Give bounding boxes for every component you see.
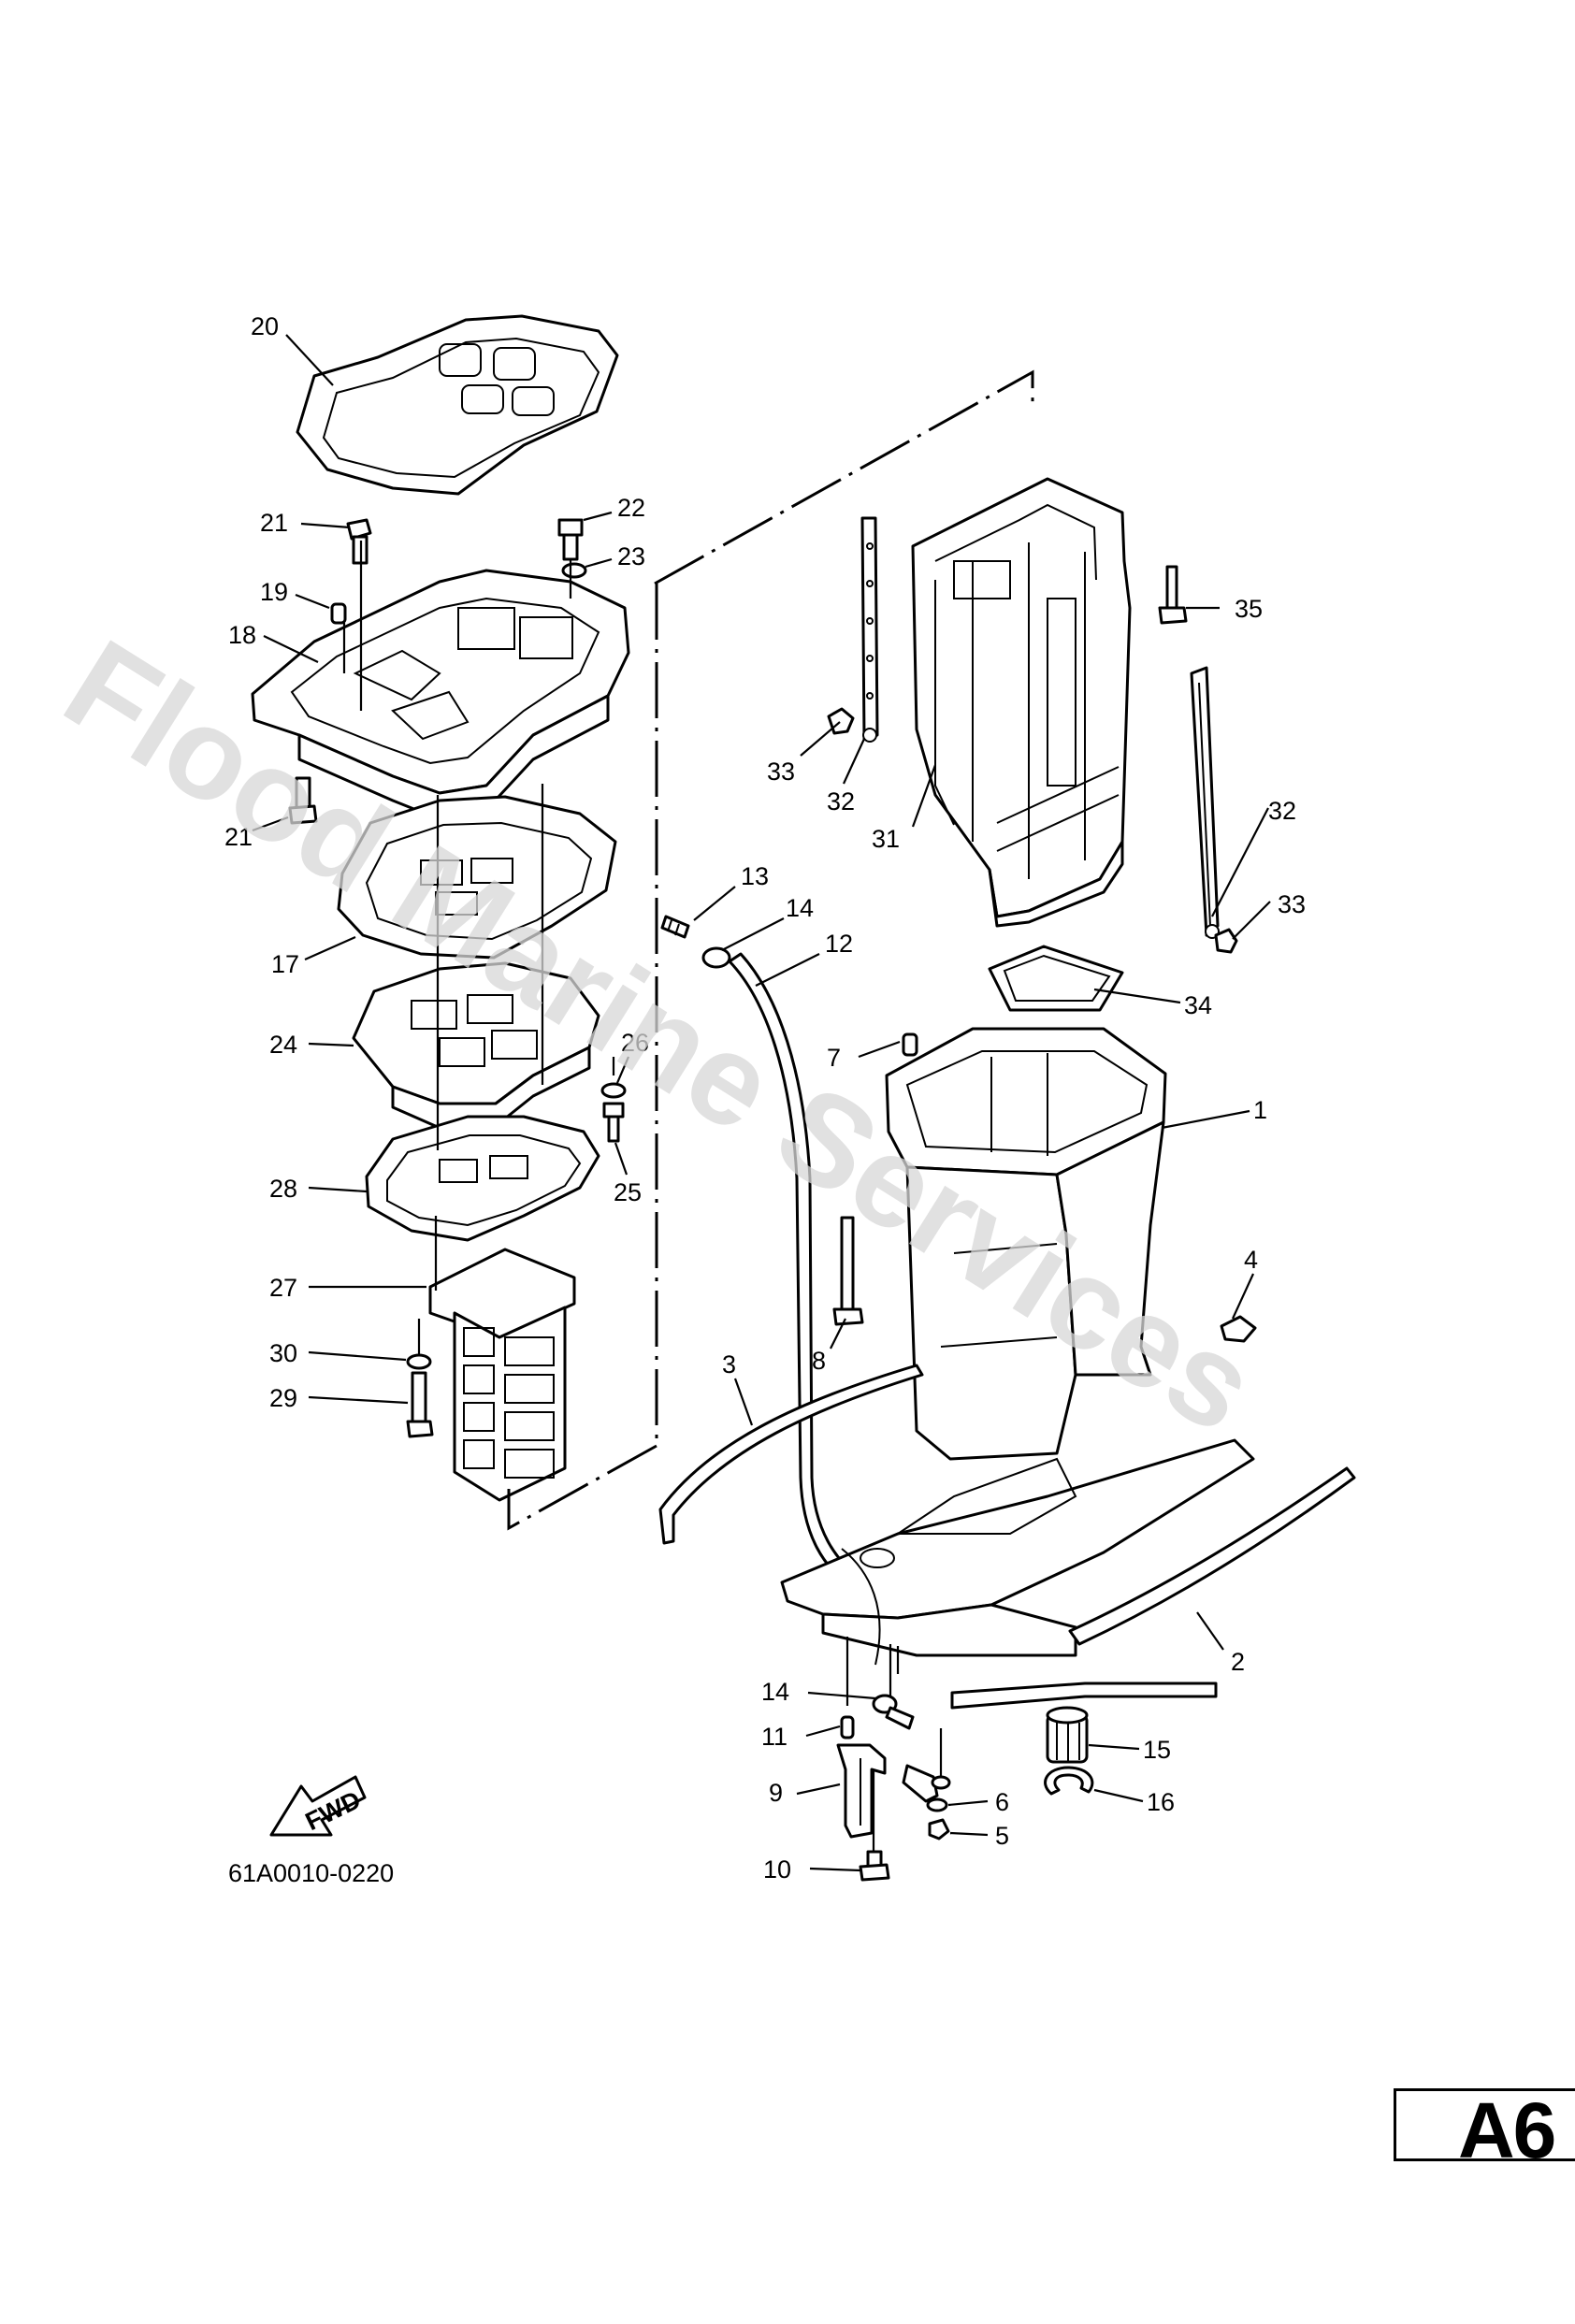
bolt-21-top bbox=[346, 518, 372, 565]
callout-12: 12 bbox=[825, 930, 853, 958]
callout-14-lower: 14 bbox=[761, 1678, 789, 1706]
callout-26: 26 bbox=[621, 1029, 649, 1057]
callout-32-right: 32 bbox=[1268, 797, 1296, 825]
bolt-35 bbox=[1158, 565, 1188, 625]
bolt-21-lower bbox=[288, 776, 318, 825]
dowel-19 bbox=[330, 602, 347, 625]
nut-33-right bbox=[1214, 928, 1238, 954]
callout-31: 31 bbox=[872, 825, 900, 853]
plate-24 bbox=[352, 961, 600, 1130]
callout-19: 19 bbox=[260, 578, 288, 606]
gasket-top-20 bbox=[296, 314, 619, 496]
callout-2: 2 bbox=[1231, 1648, 1245, 1676]
housing-plate-18 bbox=[251, 569, 630, 821]
callout-13: 13 bbox=[741, 862, 769, 890]
callout-8: 8 bbox=[812, 1347, 826, 1375]
callout-3: 3 bbox=[722, 1350, 736, 1379]
page-code: A6 bbox=[1458, 2088, 1556, 2161]
upper-casing-31 bbox=[911, 477, 1132, 928]
callout-22: 22 bbox=[617, 494, 645, 522]
callout-14-top: 14 bbox=[786, 894, 814, 922]
callout-9: 9 bbox=[769, 1779, 783, 1807]
linkage-lower bbox=[836, 1548, 951, 1882]
seal-32-right bbox=[1190, 666, 1220, 939]
circlip-16 bbox=[1044, 1766, 1094, 1796]
callout-4: 4 bbox=[1244, 1246, 1258, 1274]
washer-30 bbox=[406, 1353, 432, 1370]
callout-35: 35 bbox=[1235, 595, 1263, 623]
seal-3 bbox=[658, 1364, 924, 1545]
callout-21-lower: 21 bbox=[224, 823, 253, 851]
upper-casing-1 bbox=[885, 1027, 1167, 1461]
strip-2-lower bbox=[950, 1682, 1218, 1710]
callout-20: 20 bbox=[251, 312, 279, 340]
callout-1: 1 bbox=[1253, 1096, 1267, 1124]
strip-2 bbox=[1068, 1466, 1356, 1646]
callout-18: 18 bbox=[228, 621, 256, 649]
assembly-guide-lines-left bbox=[342, 541, 615, 1354]
gasket-28 bbox=[365, 1115, 600, 1242]
callout-34: 34 bbox=[1184, 991, 1212, 1019]
callout-11: 11 bbox=[761, 1723, 788, 1751]
dowel-7 bbox=[902, 1032, 918, 1057]
callout-32-left: 32 bbox=[827, 787, 855, 816]
callout-7: 7 bbox=[827, 1044, 841, 1072]
group-outline-dashed bbox=[507, 369, 1034, 1531]
callout-6: 6 bbox=[995, 1788, 1009, 1816]
callout-28: 28 bbox=[269, 1175, 297, 1203]
leader-lines bbox=[252, 334, 1271, 1872]
clamp-14-top bbox=[701, 946, 731, 969]
callout-33-left: 33 bbox=[767, 758, 795, 786]
bolt-8 bbox=[832, 1216, 864, 1326]
anti-ventilation-plate bbox=[780, 1438, 1255, 1657]
grommet-4 bbox=[1220, 1315, 1257, 1343]
callout-17: 17 bbox=[271, 950, 299, 978]
bushing-15 bbox=[1046, 1706, 1089, 1764]
callout-25: 25 bbox=[614, 1178, 642, 1206]
bolt-25 bbox=[602, 1102, 625, 1143]
washer-26 bbox=[600, 1082, 627, 1099]
nipple-13 bbox=[660, 915, 690, 939]
seal-34 bbox=[988, 945, 1124, 1012]
fwd-arrow-icon: FWD bbox=[269, 1775, 367, 1837]
callout-15: 15 bbox=[1143, 1736, 1171, 1764]
callout-23: 23 bbox=[617, 542, 645, 570]
callout-5: 5 bbox=[995, 1822, 1009, 1850]
bolt-29 bbox=[406, 1371, 434, 1438]
exhaust-guide-27 bbox=[428, 1248, 576, 1502]
callout-24: 24 bbox=[269, 1031, 297, 1059]
callout-30: 30 bbox=[269, 1339, 297, 1367]
washer-23 bbox=[561, 562, 587, 579]
seal-32-left bbox=[860, 516, 879, 743]
gasket-17 bbox=[337, 795, 617, 960]
callout-numbers: 20 21 22 23 19 18 21 17 24 26 25 28 27 3… bbox=[224, 312, 1306, 1884]
callout-21-top: 21 bbox=[260, 509, 288, 537]
callout-33-right: 33 bbox=[1278, 890, 1306, 918]
callout-10: 10 bbox=[763, 1855, 791, 1884]
drawing-code: 61A0010-0220 bbox=[228, 1859, 394, 1887]
callout-27: 27 bbox=[269, 1274, 297, 1302]
callout-16: 16 bbox=[1147, 1788, 1175, 1816]
bolt-22 bbox=[557, 518, 584, 561]
callout-29: 29 bbox=[269, 1384, 297, 1412]
page-code-box: A6 bbox=[1394, 2088, 1575, 2161]
